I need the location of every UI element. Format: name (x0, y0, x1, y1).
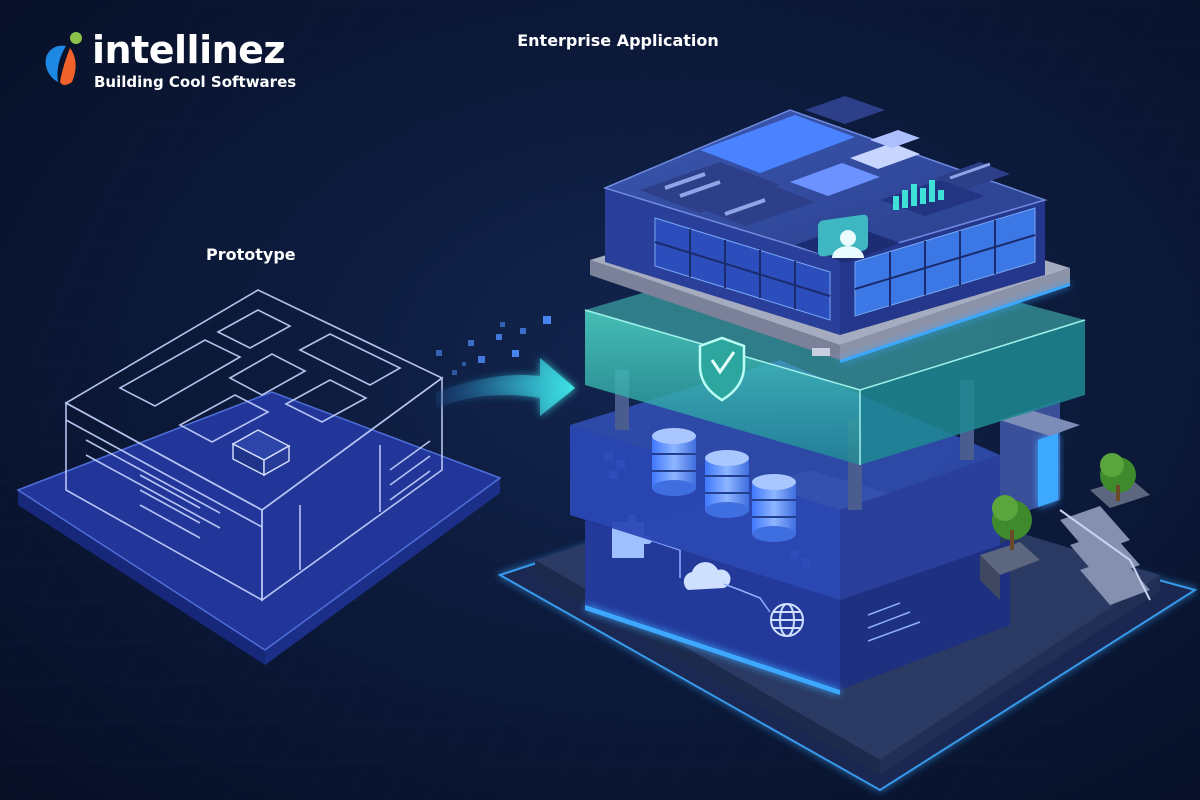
connector-lines (649, 539, 921, 642)
prototype-model (16, 289, 502, 665)
database-icon (705, 450, 749, 518)
window-mullions (654, 220, 1036, 309)
roof-dashboard (640, 96, 1010, 226)
entrance (1000, 400, 1151, 605)
brand-tagline: Building Cool Softwares (94, 73, 297, 91)
logo-mark-icon (45, 32, 82, 85)
transition-arrow (436, 358, 575, 416)
bar-chart-icon (880, 180, 985, 216)
brand-logo: intellinez Building Cool Softwares (36, 28, 336, 100)
database-icon (752, 474, 796, 542)
brand-name: intellinez (92, 28, 286, 72)
database-icon (652, 428, 696, 496)
user-profile-icon (795, 214, 900, 263)
arrow-icon (436, 358, 575, 416)
globe-icon (770, 603, 804, 637)
shield-icon (698, 336, 746, 402)
enterprise-building (497, 96, 1198, 792)
wireframe-building (64, 289, 444, 602)
wireframe-block (231, 429, 291, 477)
tree-icon (1090, 453, 1150, 508)
stairs (1060, 506, 1150, 605)
particles (436, 316, 551, 375)
enterprise-label: Enterprise Application (517, 31, 719, 50)
cloud-icon (683, 562, 731, 590)
prototype-label: Prototype (206, 245, 296, 264)
tree-icon (980, 495, 1040, 600)
